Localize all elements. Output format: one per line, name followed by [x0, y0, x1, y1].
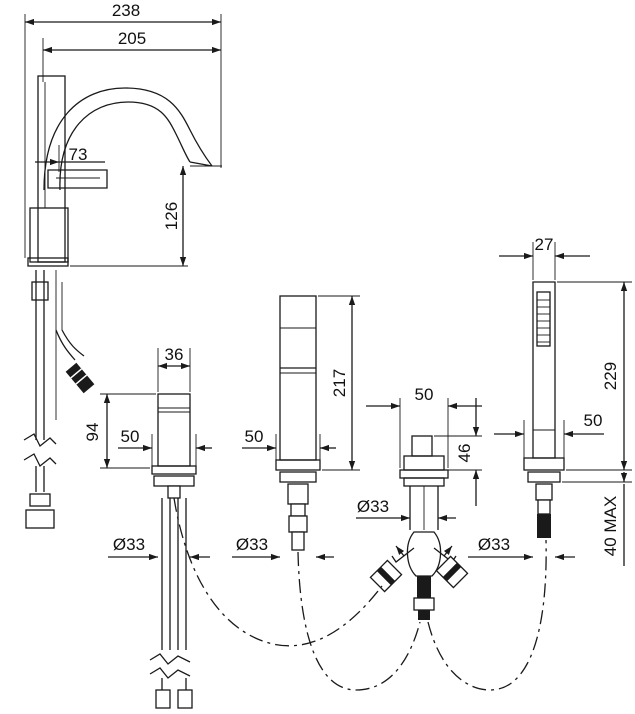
dim-33-d: Ø33	[478, 535, 510, 554]
dim-33-a: Ø33	[113, 535, 145, 554]
mixing-valve-dimensions: 50 46 Ø33	[356, 385, 482, 522]
hose-connector-icon	[65, 362, 95, 394]
dim-40-max: 40 MAX	[601, 496, 620, 556]
handle-valve-dimensions: 36 94 50 Ø33	[83, 345, 212, 561]
hoses	[173, 497, 547, 691]
diverter-dimensions: 217 50 Ø33	[232, 295, 360, 561]
spout-mixer-drawing	[23, 75, 213, 529]
dim-46: 46	[455, 444, 474, 463]
dim-33-b: Ø33	[236, 535, 268, 554]
dim-33-c: Ø33	[357, 497, 389, 516]
dim-27: 27	[535, 235, 554, 254]
dim-229: 229	[601, 362, 620, 390]
dim-126: 126	[162, 202, 181, 230]
dim-50-a: 50	[121, 427, 140, 446]
dim-238: 238	[112, 1, 140, 20]
dim-36: 36	[165, 345, 184, 364]
spout-dimensions: 238 205 73 126	[24, 1, 222, 267]
hand-shower-dimensions: 27 229 50 Ø33 40 MAX	[468, 235, 632, 566]
inlet-connector-right-icon	[435, 555, 469, 589]
dim-50-b: 50	[245, 427, 264, 446]
dim-205: 205	[118, 29, 146, 48]
dim-94: 94	[83, 423, 102, 442]
handle-valve-drawing	[149, 393, 197, 709]
dim-217: 217	[330, 369, 349, 397]
hand-shower-drawing	[523, 281, 565, 538]
dim-50-c: 50	[415, 385, 434, 404]
dim-73: 73	[69, 145, 88, 164]
mixing-valve-drawing	[369, 435, 469, 620]
inlet-connector-left-icon	[369, 559, 403, 593]
diverter-drawing	[275, 295, 321, 551]
dim-50-d: 50	[584, 411, 603, 430]
